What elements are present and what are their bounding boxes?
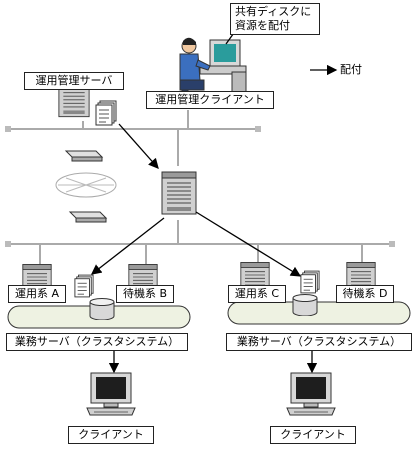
client-left-label: クライアント (68, 426, 154, 444)
standby-d-label: 待機系 D (336, 285, 394, 303)
document-stack-icon-left (74, 274, 94, 298)
cluster-band-right (227, 301, 411, 325)
client-monitor-icon-left (86, 372, 136, 416)
hub-icon-lower (68, 211, 108, 223)
active-c-label: 運用系 C (228, 285, 286, 303)
legend-distribute-label: 配付 (340, 63, 362, 76)
standby-b-label: 待機系 B (116, 285, 174, 303)
cluster-left-label: 業務サーバ（クラスタシステム） (6, 333, 188, 351)
operator-at-computer-icon (179, 37, 247, 105)
lower-network-line (5, 241, 395, 247)
network-cloud-icon (55, 172, 117, 198)
central-server-icon (161, 171, 197, 215)
ops-client-label: 運用管理クライアント (146, 91, 274, 109)
shared-disk-icon-left (89, 298, 115, 320)
ops-server-label: 運用管理サーバ (24, 72, 124, 90)
cluster-right-label: 業務サーバ（クラスタシステム） (226, 333, 412, 351)
distribution-arrows (90, 29, 338, 374)
hub-icon-upper (64, 150, 104, 162)
ops-server-document-icon (95, 100, 117, 126)
document-stack-icon-right (300, 270, 320, 294)
callout-label: 共有ディスクに 資源を配付 (230, 3, 320, 35)
network-drops (39, 110, 363, 264)
active-a-label: 運用系 A (8, 285, 66, 303)
client-monitor-icon-right (286, 372, 336, 416)
top-network-line (5, 126, 261, 132)
shared-disk-icon-right (292, 294, 318, 316)
client-right-label: クライアント (270, 426, 356, 444)
